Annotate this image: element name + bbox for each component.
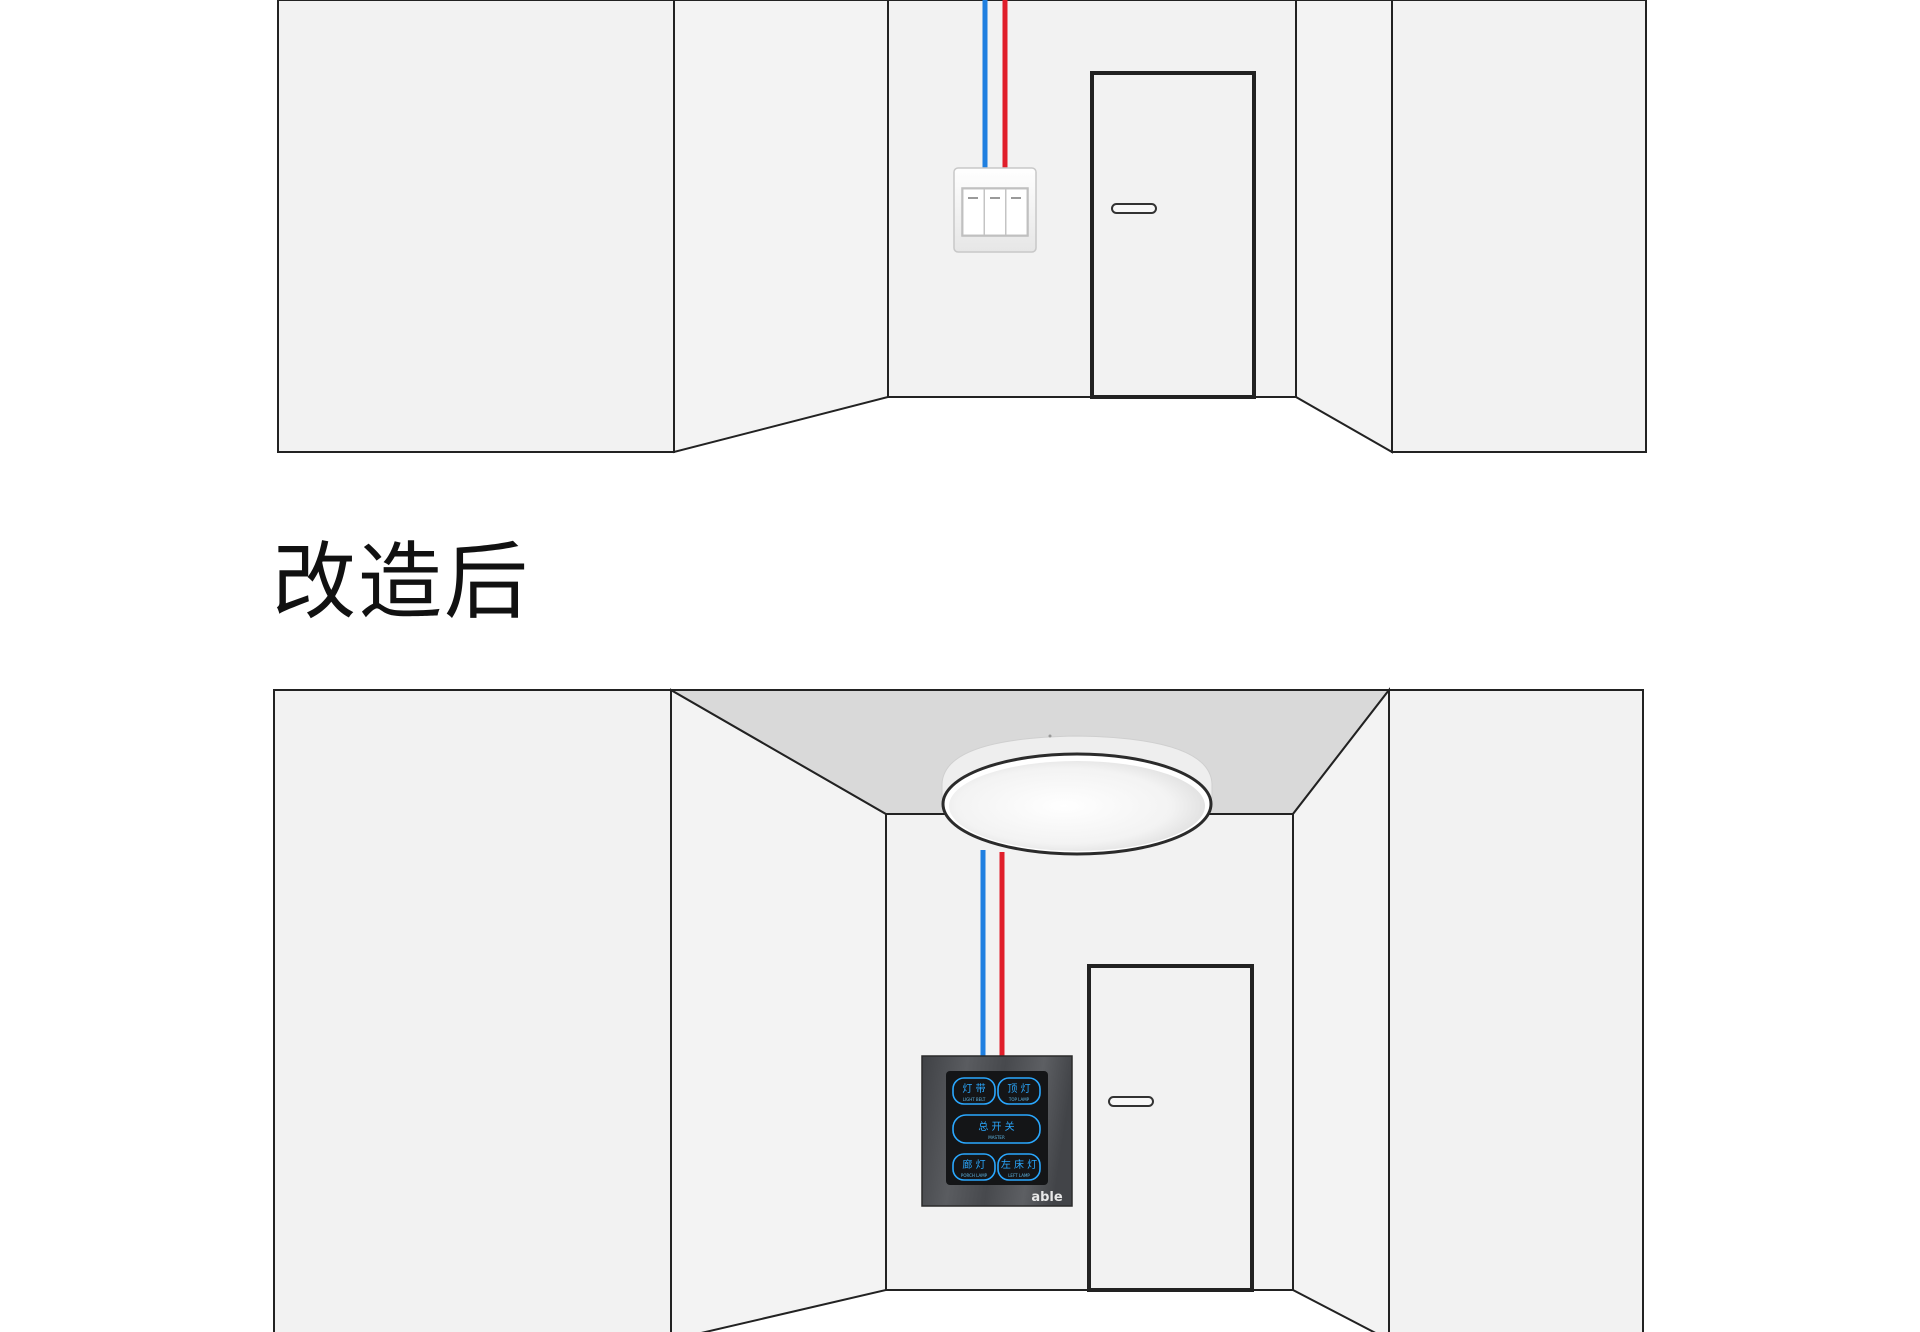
panel-button[interactable]: 左 床 灯 LEFT LAMP (997, 1153, 1041, 1181)
left-wall-front (277, 0, 675, 453)
panel-button-label: 左 床 灯 (1001, 1158, 1037, 1171)
panel-button[interactable]: 总 开 关 MASTER (952, 1114, 1041, 1144)
right-side-wall (1295, 0, 1393, 454)
panel-glass (946, 1071, 1048, 1185)
panel-button-sub: LEFT LAMP (1008, 1173, 1030, 1178)
panel-button-label: 顶 灯 (1007, 1083, 1030, 1095)
door-handle-icon (1111, 203, 1157, 214)
right-wall-front (1388, 689, 1644, 1332)
brand-logo: able (1031, 1190, 1063, 1205)
right-wall-front (1391, 0, 1647, 453)
room-before (277, 0, 1647, 454)
panel-button-label: 总 开 关 (978, 1120, 1014, 1133)
panel-button-sub: LIGHT BELT (963, 1097, 986, 1102)
panel-button[interactable]: 廊 灯 PORCH LAMP (952, 1153, 996, 1181)
left-side-wall (673, 0, 889, 454)
panel-button-sub: TOP LAMP (1008, 1097, 1030, 1102)
panel-button[interactable]: 灯 带 LIGHT BELT (952, 1077, 996, 1105)
door (1090, 71, 1256, 399)
left-wall-front (273, 689, 672, 1332)
rocker-switch-icon (953, 167, 1037, 253)
panel-button-sub: PORCH LAMP (961, 1173, 988, 1178)
ceiling-lamp-icon (941, 734, 1213, 856)
door (1087, 964, 1254, 1292)
section-heading-after: 改造后 (272, 533, 531, 631)
panel-button-sub: MASTER (988, 1135, 1005, 1140)
door-handle-icon (1108, 1096, 1154, 1107)
right-side-wall (1292, 687, 1390, 1332)
room-after: 灯 带 LIGHT BELT 顶 灯 TOP LAMP 总 开 关 MASTER… (273, 687, 1644, 1332)
panel-button-label: 廊 灯 (962, 1158, 985, 1171)
panel-button[interactable]: 顶 灯 TOP LAMP (997, 1077, 1041, 1105)
panel-button-label: 灯 带 (962, 1083, 985, 1095)
smart-touch-panel-icon: 灯 带 LIGHT BELT 顶 灯 TOP LAMP 总 开 关 MASTER… (921, 1055, 1073, 1207)
